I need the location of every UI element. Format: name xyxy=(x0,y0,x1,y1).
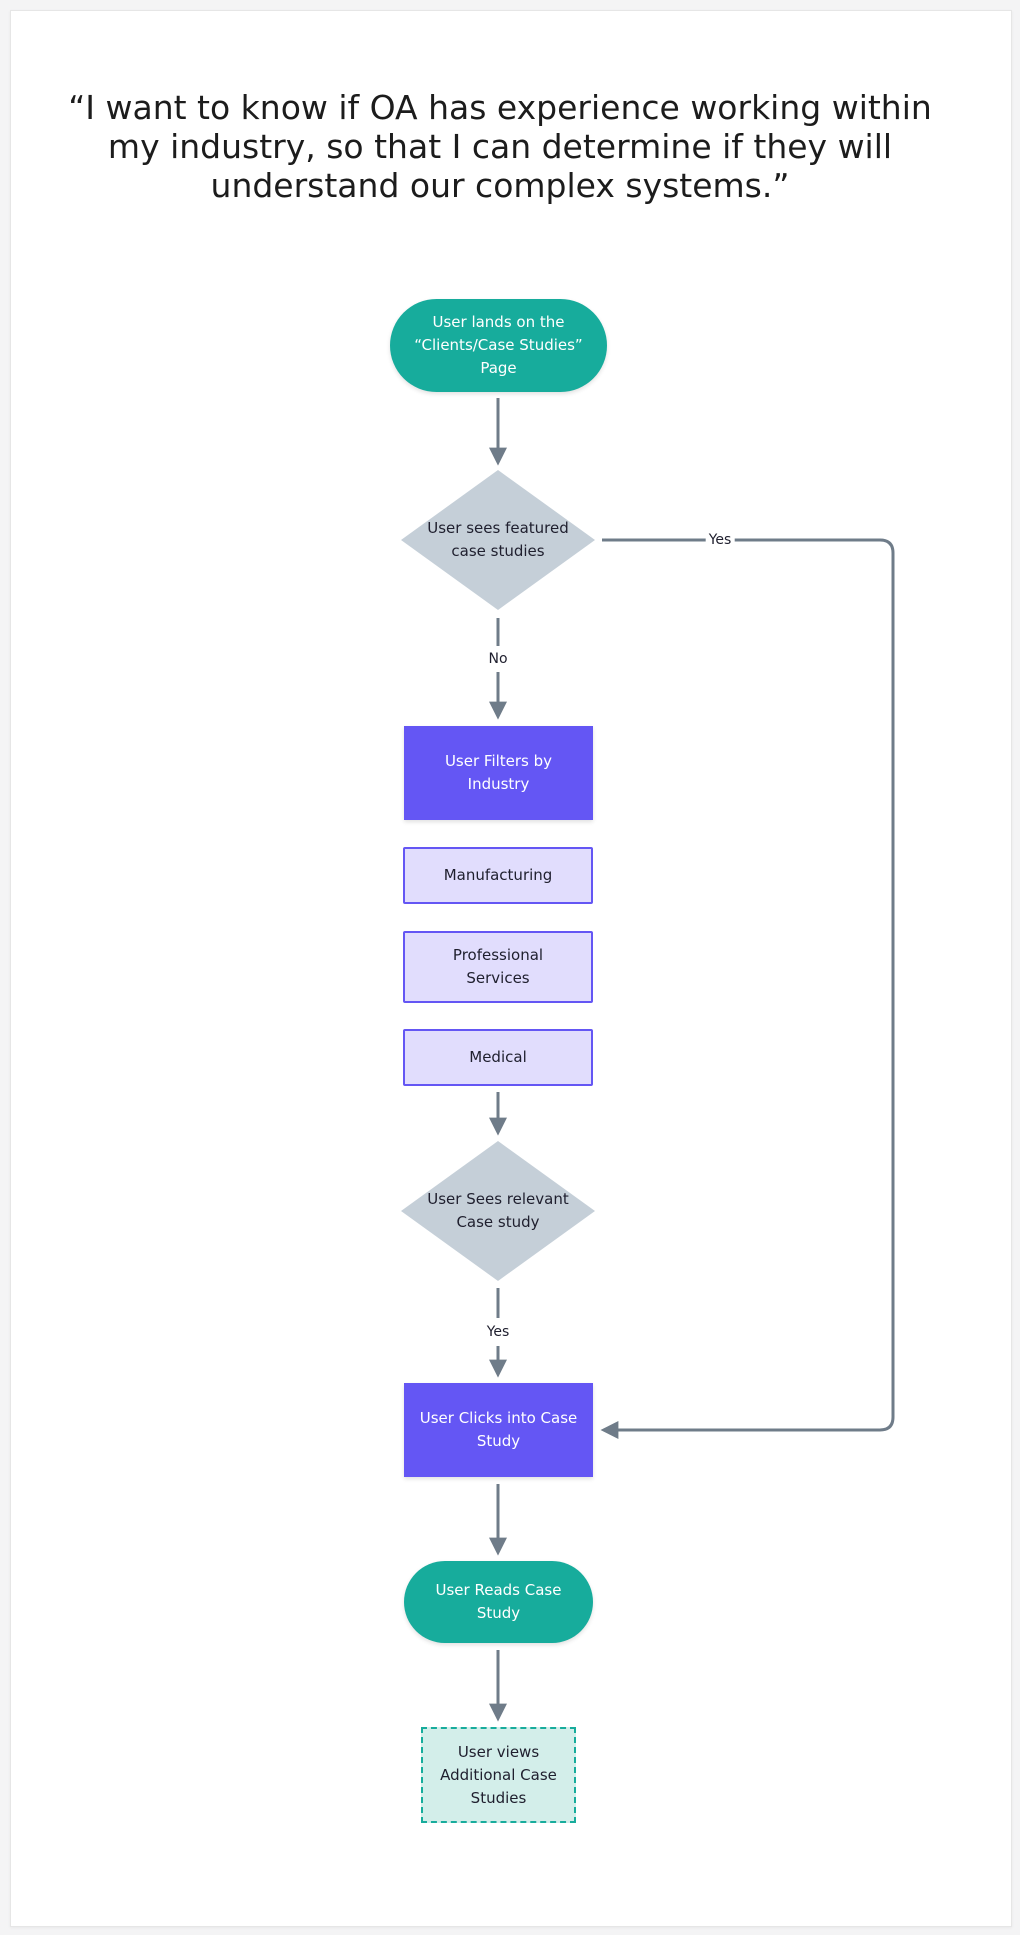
edge-featured-yes xyxy=(600,538,895,1439)
industry-option-manufacturing: Manufacturing xyxy=(403,847,593,904)
edge-label-featured-no: No xyxy=(485,650,511,668)
industry-option-medical: Medical xyxy=(403,1029,593,1086)
reads-case-study-node: User Reads Case Study xyxy=(404,1561,593,1643)
industry-option-professional-services: Professional Services xyxy=(403,931,593,1003)
start-node: User lands on the “Clients/Case Studies”… xyxy=(390,299,607,392)
clicks-into-case-study-node: User Clicks into Case Study xyxy=(404,1383,593,1477)
decision-relevant-case-study: User Sees relevant Case study xyxy=(399,1139,597,1283)
edge-label-relevant-yes: Yes xyxy=(483,1323,513,1341)
decision-relevant-label: User Sees relevant Case study xyxy=(427,1190,569,1231)
decision-diamond-shape xyxy=(401,1141,595,1281)
decision-featured-case-studies: User sees featured case studies xyxy=(399,468,597,612)
decision-featured-label: User sees featured case studies xyxy=(427,519,569,560)
decision-diamond-shape xyxy=(401,470,595,610)
edge-label-featured-yes: Yes xyxy=(705,531,735,549)
user-story-quote: “I want to know if OA has experience wor… xyxy=(68,88,932,205)
filter-by-industry-node: User Filters by Industry xyxy=(404,726,593,820)
views-additional-case-studies-node: User views Additional Case Studies xyxy=(421,1727,576,1823)
